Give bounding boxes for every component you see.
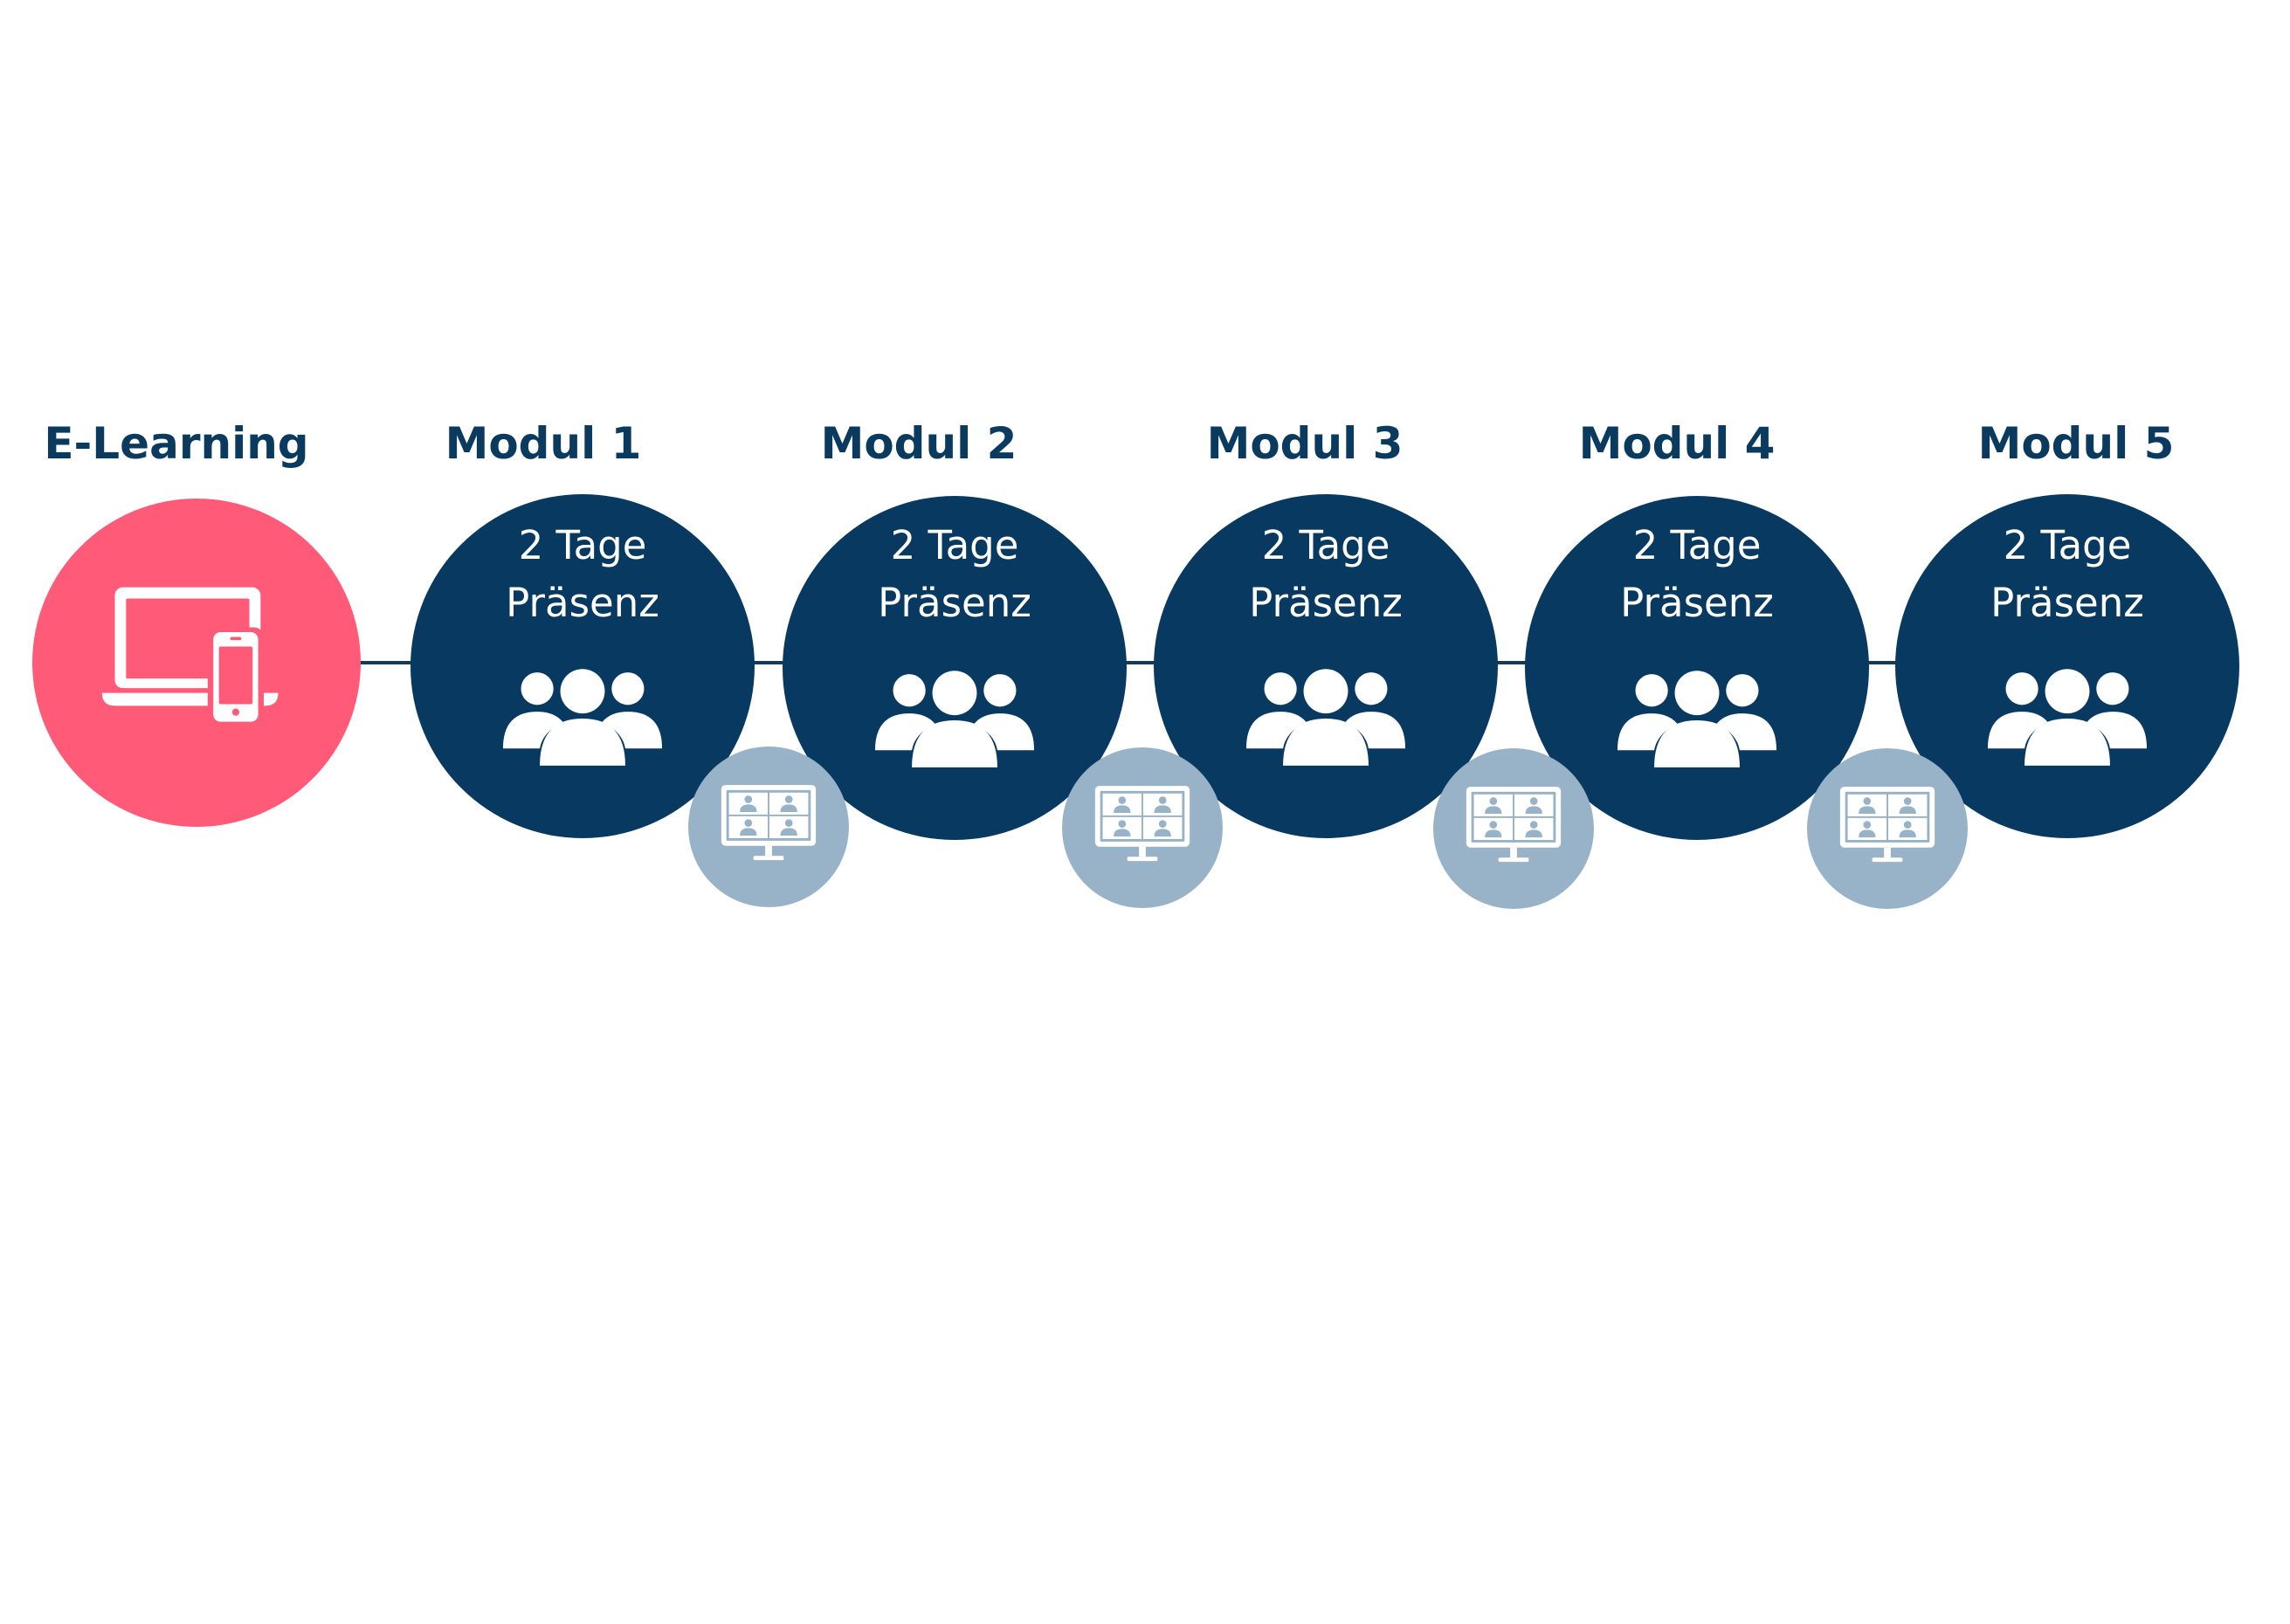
module-circle-4: 2 Tage Präsenz — [1525, 496, 1869, 840]
stage-title-modul-2: Modul 2 — [820, 418, 1017, 469]
connector-line — [1118, 661, 1160, 664]
elearning-circle — [32, 499, 361, 827]
connector-line — [1860, 661, 1902, 664]
online-session-circle-2 — [1062, 747, 1223, 908]
connector-line — [358, 661, 412, 664]
video-conference-monitor-icon — [1466, 787, 1562, 863]
module-duration: 2 Tage — [2003, 522, 2132, 568]
stage-title-modul-4: Modul 4 — [1578, 418, 1776, 469]
stage-title-modul-5: Modul 5 — [1977, 418, 2175, 469]
module-circle-3: 2 Tage Präsenz — [1154, 494, 1498, 838]
module-circle-1: 2 Tage Präsenz — [410, 494, 755, 838]
module-duration: 2 Tage — [1261, 522, 1390, 568]
stage-title-elearning: E-Learning — [44, 418, 309, 469]
module-circle-2: 2 Tage Präsenz — [783, 496, 1127, 840]
stage-title-modul-1: Modul 1 — [445, 418, 642, 469]
stage-title-modul-3: Modul 3 — [1206, 418, 1404, 469]
module-format: Präsenz — [878, 580, 1031, 626]
group-icon — [1245, 669, 1406, 766]
laptop-and-phone-icon — [101, 587, 279, 727]
group-icon — [1617, 671, 1777, 767]
group-icon — [1987, 669, 2148, 766]
module-format: Präsenz — [1620, 580, 1774, 626]
online-session-circle-4 — [1807, 748, 1968, 909]
module-duration: 2 Tage — [890, 522, 1019, 568]
module-format: Präsenz — [1990, 580, 2144, 626]
video-conference-monitor-icon — [721, 785, 817, 861]
video-conference-monitor-icon — [1094, 786, 1190, 862]
group-icon — [874, 671, 1035, 767]
module-duration: 2 Tage — [1632, 522, 1762, 568]
online-session-circle-3 — [1433, 748, 1594, 909]
module-format: Präsenz — [1249, 580, 1403, 626]
module-format: Präsenz — [506, 580, 659, 626]
online-session-circle-1 — [688, 747, 849, 907]
video-conference-monitor-icon — [1839, 787, 1935, 863]
module-duration: 2 Tage — [518, 522, 647, 568]
connector-line — [1489, 661, 1531, 664]
group-icon — [502, 669, 663, 766]
connector-line — [747, 661, 789, 664]
